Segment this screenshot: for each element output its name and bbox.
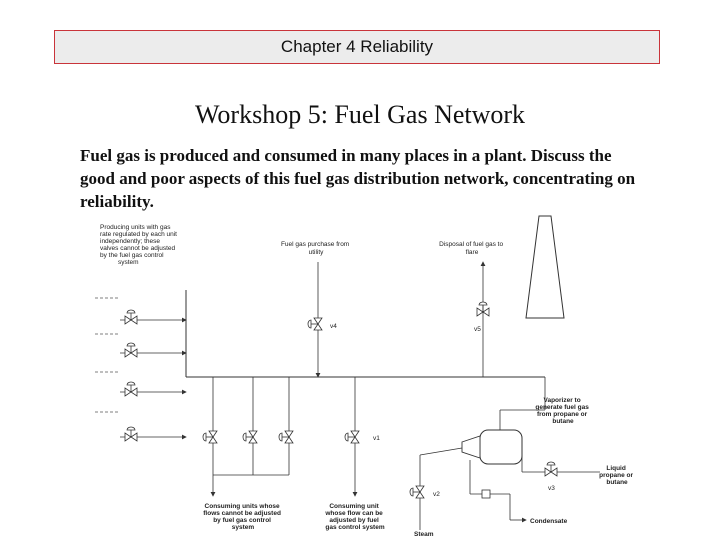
fuel-gas-network-diagram: Producing units with gas rate regulated …: [95, 215, 635, 538]
flare-stack: [525, 215, 565, 319]
producer-valve-2: [124, 342, 138, 358]
valve-v2: [409, 485, 425, 499]
description-text: Fuel gas is produced and consumed in man…: [80, 146, 636, 211]
chapter-banner: Chapter 4 Reliability: [54, 30, 660, 64]
valve-v4-label: v4: [330, 323, 337, 330]
valve-v4: [307, 317, 323, 331]
vaporizer: [479, 429, 523, 465]
consuming-fixed-label: Consuming units whose flows cannot be ad…: [203, 503, 282, 531]
vaporizer-label: Vaporizer to generate fuel gas from prop…: [535, 397, 590, 425]
page-title: Workshop 5: Fuel Gas Network: [194, 100, 526, 129]
disposal-label: Disposal of fuel gas to flare: [439, 241, 505, 256]
condensate-label: Condensate: [530, 518, 568, 525]
producing-lines: [95, 297, 187, 440]
valve-v5-label: v5: [474, 326, 481, 333]
consumer-valve-1: [202, 430, 218, 444]
chapter-title: Chapter 4 Reliability: [280, 37, 434, 56]
producer-valve-1: [124, 309, 138, 325]
producer-valve-4: [124, 426, 138, 442]
valve-v2-label: v2: [433, 491, 440, 498]
steam-label: Steam: [414, 531, 434, 538]
valve-v1-label: v1: [373, 435, 380, 442]
consumer-valve-3: [278, 430, 294, 444]
consumer-valve-2: [242, 430, 258, 444]
valve-v3-label: v3: [548, 485, 555, 492]
valve-v1: [344, 430, 360, 444]
consuming-adjustable-label: Consuming unit whose flow can be adjuste…: [324, 503, 384, 531]
purchase-label: Fuel gas purchase from utility: [281, 241, 351, 256]
valve-v3: [544, 461, 558, 477]
producer-valve-3: [124, 381, 138, 397]
liquid-feed-label: Liquid propane or butane: [599, 465, 635, 486]
consumer-lines: [210, 377, 358, 497]
producing-units-label: Producing units with gas rate regulated …: [100, 224, 179, 266]
